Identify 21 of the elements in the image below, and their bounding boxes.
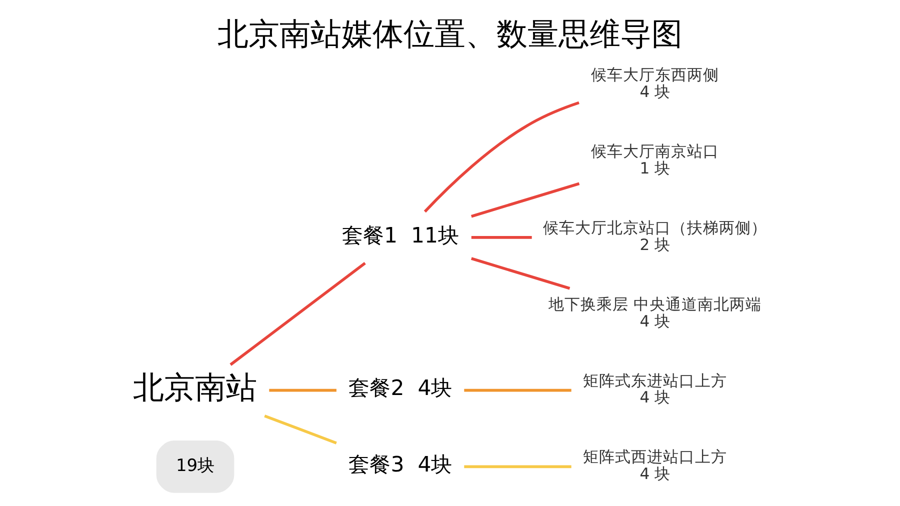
node-text: 套餐1 11块: [342, 223, 459, 248]
connector: [230, 262, 366, 366]
node-text: 地下换乘层 中央通道南北两端 4 块: [548, 295, 762, 330]
node-text: 候车大厅南京站口 1 块: [591, 142, 720, 178]
node-text: 矩阵式西进站口上方 4 块: [583, 448, 728, 484]
node-text: 套餐3 4块: [348, 452, 452, 478]
connector: [470, 182, 580, 218]
node-text: 矩阵式东进站口上方 4 块: [583, 372, 728, 407]
connector: [424, 101, 580, 213]
connector: [470, 257, 570, 290]
node-text: 套餐2 4块: [348, 376, 452, 402]
node-text: 候车大厅东西两侧 4 块: [591, 66, 720, 102]
node-box: 19块: [156, 440, 234, 493]
connector: [264, 414, 337, 444]
connector: [471, 236, 532, 239]
connector: [269, 388, 336, 392]
node-text: 候车大厅北京站口（扶梯两侧） 2 块: [543, 218, 768, 254]
diagram-title: 北京南站媒体位置、数量思维导图: [218, 16, 682, 52]
connector: [464, 465, 572, 468]
connector: [464, 388, 572, 392]
node-text: 北京南站: [133, 370, 258, 406]
